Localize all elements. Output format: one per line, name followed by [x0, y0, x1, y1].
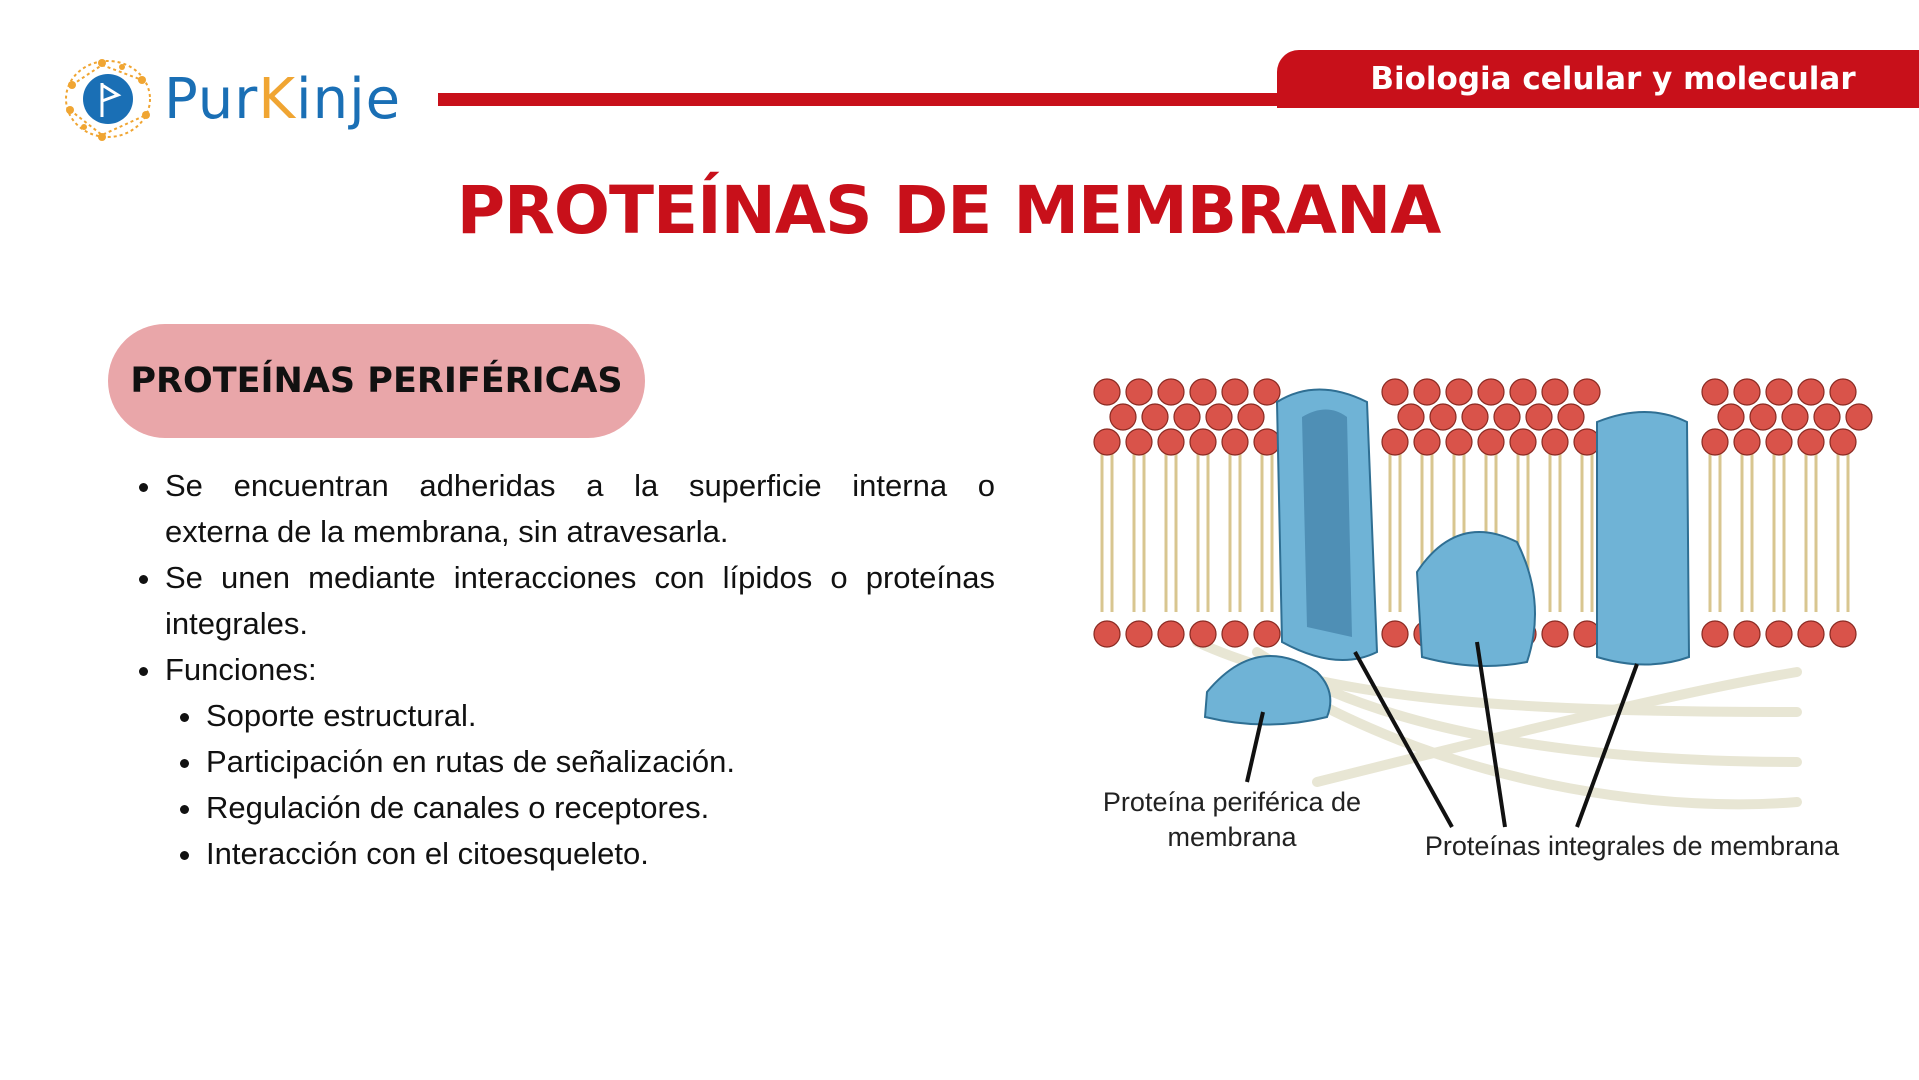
sub-bullet-item: Soporte estructural.: [176, 693, 995, 739]
sub-bullet-item: Interacción con el citoesqueleto.: [176, 831, 995, 877]
lipid-head: [1733, 620, 1761, 648]
lipid-head: [1157, 620, 1185, 648]
bullet-text: Se encuentran adheridas a la superficie …: [165, 468, 995, 503]
bullet-text: Se unen mediante interacciones con lípid…: [165, 560, 995, 595]
lipid-head: [1413, 378, 1441, 406]
lipid-head: [1429, 403, 1457, 431]
label-line: membrana: [1167, 822, 1297, 852]
lipid-head: [1829, 378, 1857, 406]
lipid-head: [1445, 378, 1473, 406]
membrane-illustration: [1093, 378, 1873, 828]
lipid-head: [1765, 620, 1793, 648]
lipid-head: [1381, 378, 1409, 406]
sub-bullet-item: Participación en rutas de señalización.: [176, 739, 995, 785]
lipid-head: [1221, 620, 1249, 648]
lipid-head: [1493, 403, 1521, 431]
lipid-head: [1125, 428, 1153, 456]
integral-transmembrane-protein: [1596, 411, 1691, 666]
bullet-list: Se encuentran adheridas a la superficie …: [135, 463, 995, 877]
bullet-continuation: integrales.: [165, 606, 309, 641]
bullet-text: Funciones:: [165, 652, 317, 687]
membrane-diagram: Proteína periférica de membrana Proteínas…: [1077, 372, 1877, 872]
lipid-head: [1509, 378, 1537, 406]
lipid-head: [1093, 620, 1121, 648]
lipid-head: [1749, 403, 1777, 431]
bullet-item: Se encuentran adheridas a la superficie …: [135, 463, 995, 509]
brain-network-icon: [65, 58, 151, 141]
bullet-item: Se unen mediante interacciones con lípid…: [135, 555, 995, 601]
lipid-head: [1541, 378, 1569, 406]
lipid-head: [1733, 378, 1761, 406]
lipid-head: [1125, 378, 1153, 406]
lipid-head: [1461, 403, 1489, 431]
lipid-head: [1157, 428, 1185, 456]
peripheral-protein-label: Proteína periférica de membrana: [1077, 785, 1387, 855]
lipid-head: [1237, 403, 1265, 431]
purkinje-logo: PurKinje: [62, 52, 412, 147]
lipid-head: [1381, 428, 1409, 456]
integral-protein-half: [1415, 531, 1536, 667]
lipid-head: [1221, 428, 1249, 456]
header-divider: [438, 93, 1298, 106]
peripheral-protein: [1203, 655, 1332, 726]
logo-wordmark: PurKinje: [164, 67, 401, 132]
lipid-head: [1253, 620, 1281, 648]
lipid-head: [1797, 378, 1825, 406]
lipid-head: [1717, 403, 1745, 431]
lipid-head: [1541, 428, 1569, 456]
lipid-head: [1109, 403, 1137, 431]
logo-text-part: Pur: [164, 67, 259, 132]
lipid-head: [1221, 378, 1249, 406]
lipid-head: [1781, 403, 1809, 431]
lipid-head: [1477, 428, 1505, 456]
lipid-head: [1829, 620, 1857, 648]
lipid-head: [1173, 403, 1201, 431]
lipid-head: [1141, 403, 1169, 431]
section-pill: PROTEÍNAS PERIFÉRICAS: [108, 324, 645, 438]
page-title: PROTEÍNAS DE MEMBRANA: [456, 172, 1442, 249]
lipid-head: [1701, 378, 1729, 406]
lipid-head: [1573, 378, 1601, 406]
label-line: Proteína periférica de: [1102, 787, 1362, 817]
lipid-head: [1397, 403, 1425, 431]
lipid-head: [1525, 403, 1553, 431]
integral-proteins-label: Proteínas integrales de membrana: [1424, 831, 1840, 861]
lipid-head: [1189, 428, 1217, 456]
lipid-head: [1477, 378, 1505, 406]
lipid-head: [1509, 428, 1537, 456]
lipid-head: [1765, 378, 1793, 406]
lipid-head: [1189, 620, 1217, 648]
bullet-item: Funciones:: [135, 647, 995, 693]
lipid-head: [1765, 428, 1793, 456]
lipid-head: [1557, 403, 1585, 431]
lipid-head: [1733, 428, 1761, 456]
logo-text-part: K: [258, 67, 297, 132]
lipid-head: [1093, 378, 1121, 406]
lipid-head: [1797, 428, 1825, 456]
lipid-head: [1829, 428, 1857, 456]
course-tab: Biologia celular y molecular: [1277, 50, 1919, 108]
lipid-head: [1093, 428, 1121, 456]
sub-bullet-item: Regulación de canales o receptores.: [176, 785, 995, 831]
lipid-head: [1125, 620, 1153, 648]
lipid-head: [1189, 378, 1217, 406]
lipid-head: [1381, 620, 1409, 648]
lipid-head: [1797, 620, 1825, 648]
lipid-head: [1541, 620, 1569, 648]
lipid-head: [1413, 428, 1441, 456]
lipid-head: [1253, 378, 1281, 406]
lipid-head: [1701, 428, 1729, 456]
lipid-head: [1157, 378, 1185, 406]
bullet-continuation: externa de la membrana, sin atravesarla.: [165, 514, 729, 549]
logo-text-part: inje: [296, 67, 402, 132]
lipid-head: [1701, 620, 1729, 648]
lipid-head: [1205, 403, 1233, 431]
lipid-head: [1813, 403, 1841, 431]
lipid-head: [1445, 428, 1473, 456]
lipid-head: [1253, 428, 1281, 456]
lipid-head: [1845, 403, 1873, 431]
